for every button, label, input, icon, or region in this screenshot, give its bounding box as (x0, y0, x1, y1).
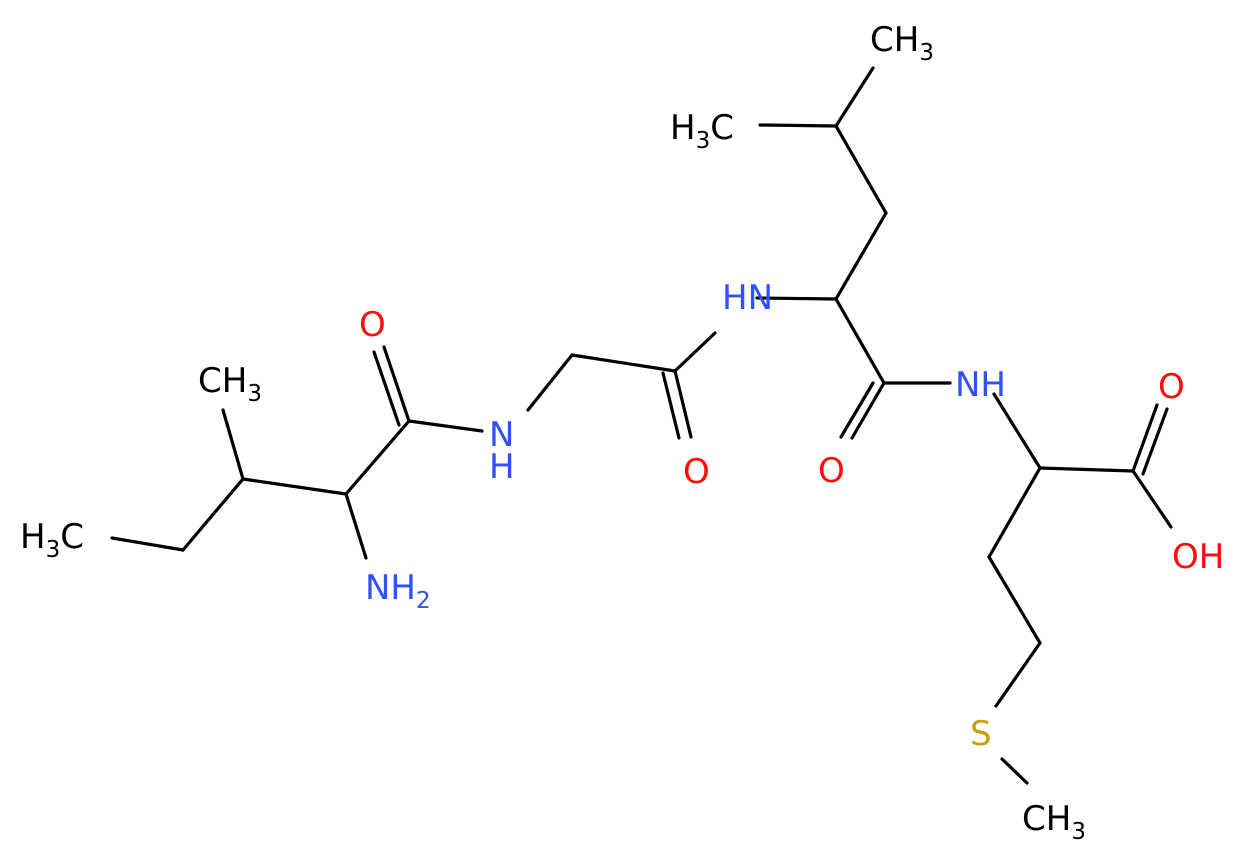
atom-symbol: O (359, 305, 386, 345)
atom-symbol: CH (1022, 799, 1071, 839)
atom-symbol-tail: C (60, 517, 84, 557)
atom-label-s: S (970, 714, 992, 754)
bond-17 (834, 124, 888, 215)
bond-9 (407, 419, 484, 433)
atom-symbol: O (818, 451, 845, 491)
atom-subscript: 3 (696, 128, 711, 154)
atom-label-nh2b: HN (722, 278, 773, 318)
bond-31 (994, 641, 1042, 708)
atom-label-me-ethyl: H3C (20, 517, 84, 563)
bond-6 (344, 419, 411, 496)
bond-30 (987, 555, 1042, 645)
atom-subscript: 3 (247, 381, 262, 407)
bond-20 (834, 297, 886, 385)
bond-11 (570, 353, 677, 373)
bond-22 (839, 381, 875, 439)
bond-27 (1141, 407, 1169, 476)
atom-symbol: NH (365, 568, 416, 608)
atom-label-me-s: CH3 (1022, 799, 1086, 845)
bond-26 (1131, 403, 1159, 473)
atom-label-o4: O (1158, 367, 1185, 407)
atom-label-o3: O (818, 451, 845, 491)
atom-symbol: H (670, 108, 696, 148)
bond-12 (673, 331, 717, 373)
atom-symbol-tail: C (710, 108, 734, 148)
bond-32 (1000, 757, 1029, 785)
atom-symbol: O (683, 452, 710, 492)
atom-symbol: H (489, 447, 515, 487)
bond-10 (526, 353, 574, 412)
bond-15 (755, 296, 838, 301)
bond-16 (834, 211, 888, 301)
bond-4 (241, 477, 348, 496)
bond-24 (992, 392, 1042, 470)
atom-symbol: N (489, 415, 514, 455)
atom-label-h-nh1: H (489, 447, 515, 487)
atom-label-oh: OH (1172, 537, 1224, 577)
bond-25 (1038, 466, 1135, 473)
atom-label-o2: O (683, 452, 710, 492)
bond-13 (673, 369, 693, 439)
atom-subscript: 2 (416, 588, 431, 614)
bond-1 (110, 536, 185, 552)
bond-21 (850, 381, 886, 440)
bond-29 (987, 466, 1042, 559)
atom-subscript: 3 (919, 40, 934, 66)
bond-2 (181, 477, 245, 552)
atom-symbol: CH (198, 361, 247, 401)
atom-label-nh1: N (489, 415, 514, 455)
atom-label-me-leu-top: CH3 (870, 20, 934, 66)
atom-symbol: HN (722, 278, 773, 318)
bond-19 (834, 66, 875, 128)
bond-28 (1131, 469, 1173, 529)
bond-14 (661, 371, 681, 440)
atom-label-me-leu-left: H3C (670, 108, 734, 154)
atom-subscript: 3 (46, 537, 61, 563)
bond-7 (382, 345, 411, 423)
atom-symbol: OH (1172, 537, 1224, 577)
atom-symbol: NH (955, 365, 1006, 405)
atom-label-o1: O (359, 305, 386, 345)
atom-subscript: 3 (1071, 819, 1086, 845)
atom-symbol: H (20, 517, 46, 557)
bond-18 (758, 123, 838, 128)
atom-label-nh3: NH (955, 365, 1006, 405)
bonds (110, 66, 1173, 785)
atom-label-me-branch: CH3 (198, 361, 262, 407)
atom-symbol: CH (870, 20, 919, 60)
bond-3 (221, 408, 245, 481)
bond-8 (372, 350, 401, 427)
atom-label-nh2: NH2 (365, 568, 431, 614)
atom-symbol: S (970, 714, 992, 754)
bond-5 (344, 492, 368, 560)
atom-symbol: O (1158, 367, 1185, 407)
